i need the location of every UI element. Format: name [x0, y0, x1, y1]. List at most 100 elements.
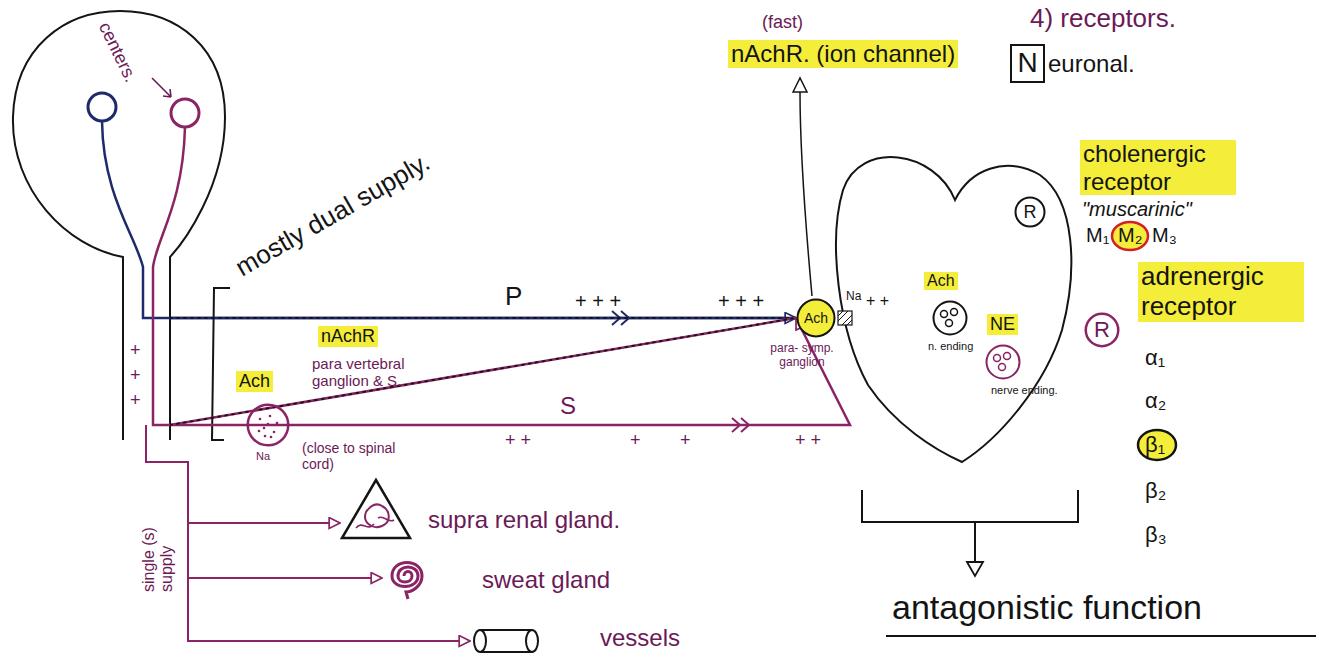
receptor-label: R	[1094, 317, 1110, 342]
heart-bracket	[862, 490, 1078, 522]
receptor-name: adrenergic receptor	[1138, 262, 1304, 322]
impulse-marks: +	[130, 390, 141, 411]
center-label: centers.	[94, 19, 141, 86]
organ-label: supra renal gland.	[428, 506, 620, 534]
paravertebral-ganglion: Achpara vertebral ganglion & S.(close to…	[246, 403, 290, 447]
nerve-ending: NEnerve ending.	[985, 344, 1021, 380]
vessel-end	[474, 630, 486, 652]
ion-channel-hatch	[838, 311, 852, 325]
vesicle-dot	[264, 435, 267, 438]
subtype-label: β₂	[1145, 478, 1166, 503]
sweat-gland-symbol: sweat gland	[382, 552, 426, 600]
subtype-label: α₁	[1145, 345, 1165, 370]
result-arrow	[974, 522, 976, 562]
center-circle	[171, 99, 199, 127]
vesicle-dot	[269, 415, 272, 418]
node-shape	[246, 403, 290, 447]
vesicle-dot	[270, 436, 273, 439]
vesicle	[994, 355, 1001, 362]
transmitter-label: Ach	[924, 272, 958, 290]
leader-line	[800, 92, 812, 296]
subtype-label: M₃	[1152, 224, 1177, 247]
section-heading: 4) receptors.	[1030, 4, 1176, 34]
heart-outline	[836, 157, 1071, 462]
node-outline	[1016, 198, 1045, 227]
ion-label: Na	[846, 290, 861, 304]
nerve-connector	[170, 318, 850, 425]
underline	[886, 635, 1316, 637]
nerve-connector	[170, 317, 796, 320]
letter-box: N	[1010, 44, 1045, 83]
nerve-wire	[145, 425, 147, 440]
connector-label: S	[560, 392, 576, 420]
connector-label: P	[505, 282, 522, 312]
note-label: (fast)	[762, 12, 803, 33]
center-pointer	[152, 78, 171, 97]
vesicle	[946, 320, 953, 327]
subtype-label: β₁	[1145, 432, 1165, 457]
ending-caption: n. ending	[928, 340, 973, 353]
node-shape	[932, 300, 968, 336]
nerve-wire	[102, 121, 170, 318]
connector-label: + +	[866, 292, 889, 310]
conclusion-label: antagonistic function	[892, 588, 1202, 627]
vesicle-dot	[267, 423, 270, 426]
center-circle	[88, 93, 116, 121]
highlight-ring	[1138, 430, 1176, 460]
nerve-connector	[170, 317, 796, 320]
gland-tissue	[365, 504, 389, 527]
leader-head	[793, 78, 807, 92]
receptor-name: nAchR. (ion channel)	[728, 40, 958, 68]
letter-label: N	[1017, 47, 1037, 79]
subtype-label: M₁	[1086, 224, 1109, 247]
node-shape	[340, 478, 412, 540]
ion-channel	[838, 311, 852, 325]
impulse-marks: +	[130, 340, 141, 361]
receptor-name: cholenergic receptor	[1080, 140, 1236, 195]
coil	[392, 563, 422, 600]
subtype-label: α₂	[1145, 388, 1166, 413]
impulse-marks: +	[680, 430, 691, 451]
vessel-end	[526, 630, 538, 652]
receptor-type: "muscarinic"	[1082, 198, 1192, 221]
vesicle-dot	[263, 427, 266, 430]
nerve-ending: Achn. ending	[932, 300, 968, 336]
vesicle	[941, 311, 948, 318]
parasympathetic-ganglion: Achpara- symp. ganglion	[796, 298, 836, 338]
note-label: single (s) supply	[140, 482, 177, 592]
vesicle-dot	[273, 431, 276, 434]
dotted-connector	[170, 318, 796, 425]
vesicle-dot	[258, 430, 261, 433]
ganglion-caption: para- symp. ganglion	[770, 342, 834, 370]
node-shape	[470, 626, 542, 656]
node-outline	[1011, 45, 1044, 82]
ion-label: Na	[256, 450, 270, 463]
node-outline	[798, 300, 835, 337]
receptor-circle: R	[1014, 196, 1046, 228]
node-outline	[1086, 314, 1119, 347]
transmitter-label: Ach	[236, 371, 273, 392]
vesicle-dot	[276, 422, 279, 425]
nerve-connector	[146, 440, 382, 578]
vessel-symbol: vessels	[470, 626, 542, 656]
triangle-outline	[342, 480, 410, 538]
ganglion-caption: para vertebral ganglion & S.	[312, 355, 462, 390]
impulse-marks: +	[630, 430, 641, 451]
organ-label: vessels	[600, 624, 680, 652]
transmitter-label: Ach	[804, 310, 828, 326]
vesicle	[1004, 353, 1011, 360]
note-label: mostly dual supply.	[231, 147, 436, 282]
node-outline	[934, 302, 967, 335]
transmitter-label: NE	[987, 314, 1018, 335]
ganglion-note: (close to spinal cord)	[302, 440, 422, 472]
ending-caption: nerve ending.	[991, 384, 1061, 397]
impulse-marks: + + +	[575, 290, 621, 313]
subtype-label: M₂	[1118, 224, 1142, 247]
impulse-marks: + +	[795, 430, 821, 451]
node-shape	[382, 552, 426, 600]
gland-symbol: supra renal gland.	[340, 478, 412, 540]
